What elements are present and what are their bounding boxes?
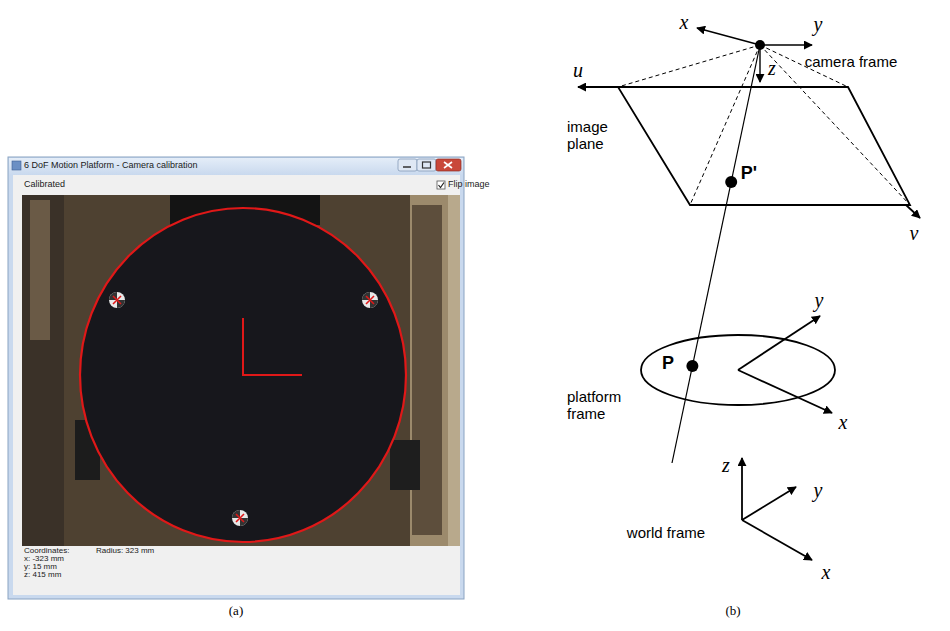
subfigure-label: (a) — [229, 604, 243, 618]
window-icon — [12, 161, 21, 170]
axis-label: x — [680, 11, 689, 33]
platform-circle — [80, 208, 406, 542]
app-window — [8, 157, 464, 599]
subfigure-label: (b) — [725, 604, 740, 618]
axis-label: v — [910, 222, 919, 244]
axis-label: z — [768, 57, 776, 79]
axis-label: x — [839, 411, 848, 433]
marker — [362, 292, 378, 308]
camera-image — [22, 195, 460, 546]
window-title: 6 DoF Motion Platform - Camera calibrati… — [24, 161, 198, 171]
coordinate-value: z: 415 mm — [24, 571, 61, 579]
frame-label: camera frame — [805, 54, 898, 71]
marker — [232, 510, 248, 526]
axis-label: y — [814, 13, 823, 35]
frame-label: platform frame — [567, 389, 643, 422]
axis-label: z — [722, 454, 730, 476]
coordinate-value: y: 15 mm — [24, 563, 57, 571]
point-label: P' — [741, 164, 757, 184]
camera-geometry — [578, 28, 920, 560]
coordinate-value: x: -323 mm — [24, 555, 64, 563]
point-label: P — [662, 354, 674, 374]
window-buttons — [398, 159, 461, 171]
coordinates-heading: Coordinates: — [24, 547, 69, 555]
radius-value: Radius: 323 mm — [96, 547, 154, 555]
axis-label: y — [814, 479, 823, 501]
frame-label: image plane — [567, 119, 643, 152]
frame-label: world frame — [627, 525, 705, 542]
platform-axes — [243, 318, 302, 375]
axis-label: u — [573, 59, 583, 81]
axis-label: x — [822, 561, 831, 583]
marker — [109, 292, 125, 308]
checkbox-label: Flip image — [448, 180, 490, 190]
status-text: Calibrated — [24, 180, 65, 190]
checkbox — [437, 181, 445, 189]
axis-label: y — [815, 289, 824, 311]
